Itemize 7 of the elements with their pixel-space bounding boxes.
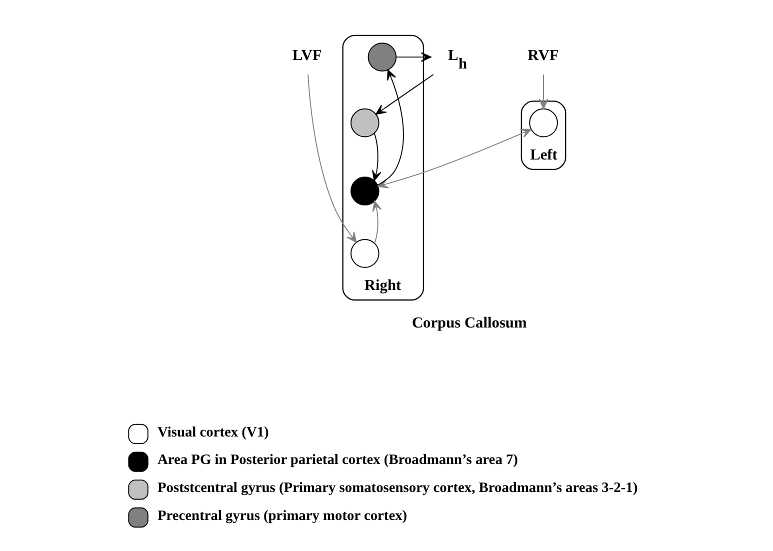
legend-label: Visual cortex (V1) [156,424,268,440]
legend-label: Area PG in Posterior parietal cortex (Broadmann’s area 7) [156,452,518,468]
legend-label: Precentral gyrus (primary motor cortex) [156,508,407,524]
node-text: LVF [292,46,322,64]
legend-label: Poststcentral gyrus (Primary somatosensory cortex, Broadmann’s areas 3-2-1) [156,480,638,496]
label: Corpus Callosum [411,314,526,332]
node-text: RVF [527,46,558,64]
